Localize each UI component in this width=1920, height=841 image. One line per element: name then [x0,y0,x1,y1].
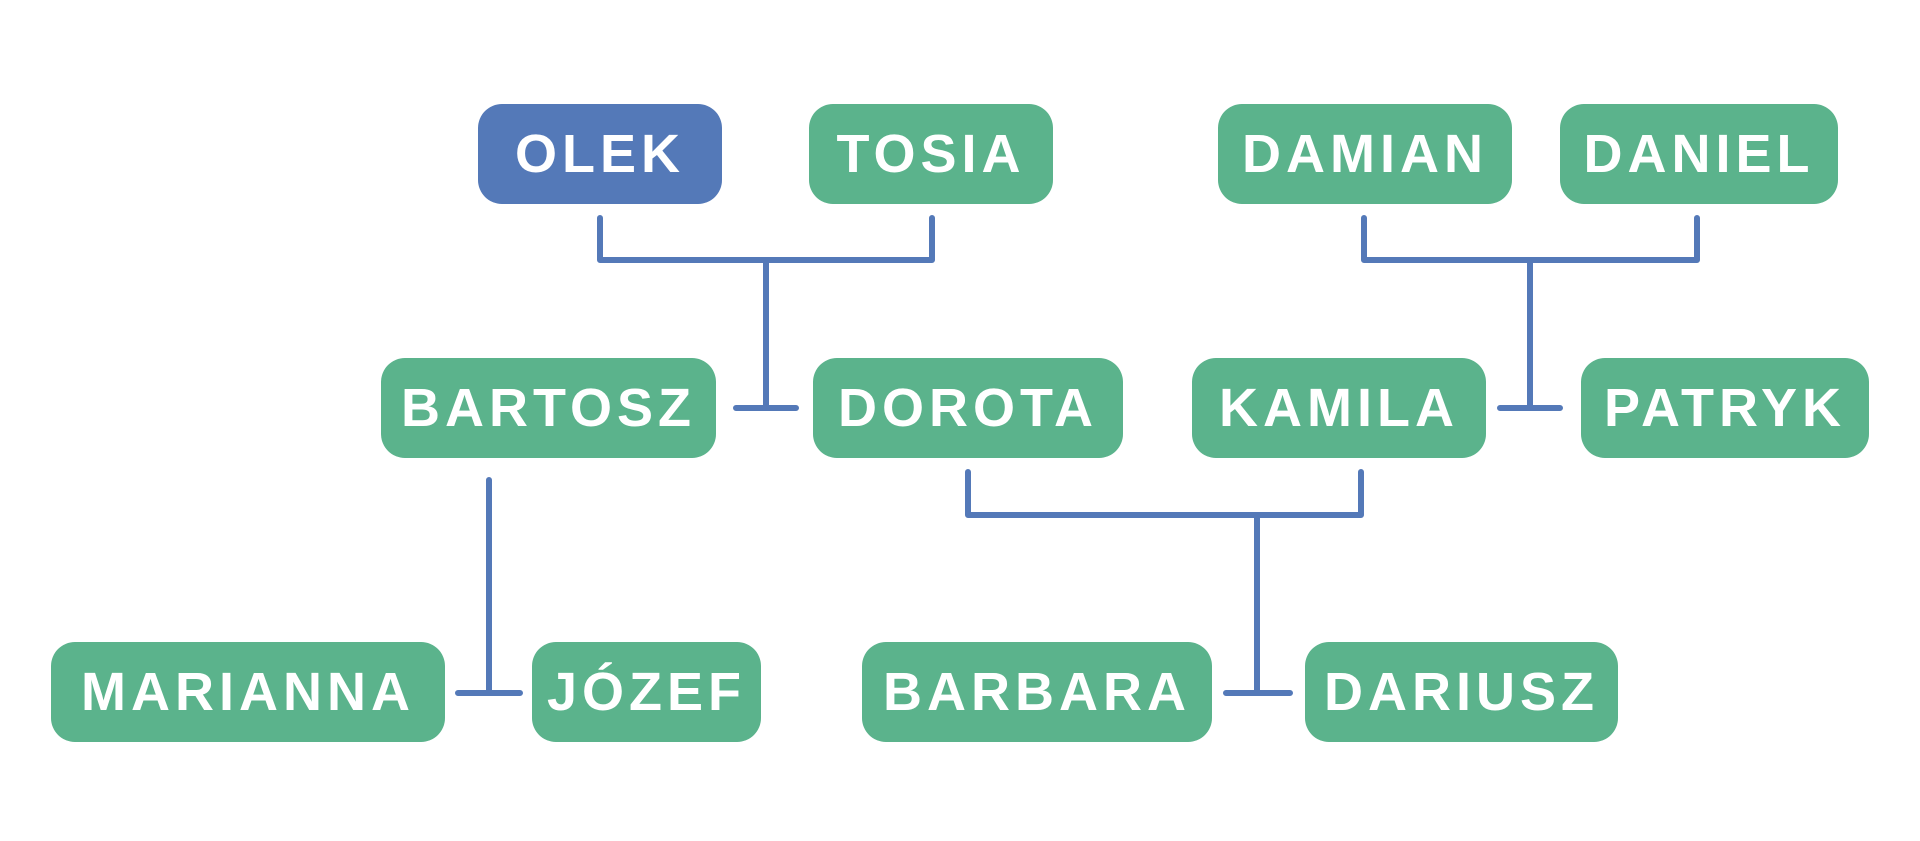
node-dorota: DOROTA [813,358,1123,458]
connector-olek-tosia-to-dorota [733,257,799,411]
node-barbara: BARBARA [862,642,1212,742]
connector-olek-tosia [597,215,935,263]
node-tosia: TOSIA [809,104,1053,204]
connector-dorota-kamila-to-children [1223,512,1293,696]
node-jozef: JÓZEF [532,642,761,742]
node-patryk: PATRYK [1581,358,1869,458]
node-marianna: MARIANNA [51,642,445,742]
connector-damian-daniel-to-patryk [1497,257,1563,411]
connector-damian-daniel [1361,215,1700,263]
node-daniel: DANIEL [1560,104,1838,204]
node-dariusz: DARIUSZ [1305,642,1618,742]
connector-bartosz-to-marianna-jozef [455,477,523,696]
node-olek: OLEK [478,104,722,204]
node-kamila: KAMILA [1192,358,1486,458]
node-bartosz: BARTOSZ [381,358,716,458]
connector-dorota-kamila [965,469,1364,518]
node-damian: DAMIAN [1218,104,1512,204]
